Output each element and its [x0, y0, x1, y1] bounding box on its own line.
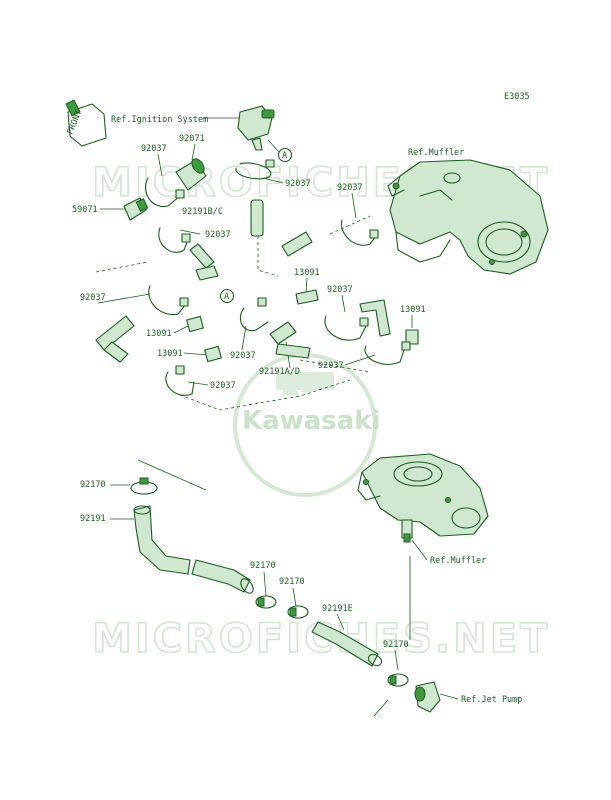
- label-92037-c: 92037: [337, 183, 363, 193]
- label-92170-b: 92170: [250, 561, 276, 571]
- routing-lines: [95, 215, 411, 717]
- callout-a-mid: A: [219, 288, 235, 304]
- hose-92191ad: [269, 321, 311, 359]
- svg-text:A: A: [282, 151, 287, 161]
- clamp-92170-a: [130, 477, 158, 495]
- label-92037-i: 92037: [210, 381, 236, 391]
- hose-bottom-bend: [191, 559, 254, 594]
- part-59071-fitting: [123, 197, 149, 221]
- label-ref-muffler-mid: Ref.Muffler: [430, 556, 486, 566]
- label-92037-e: 92037: [80, 293, 106, 303]
- jet-pump-fitting: [414, 681, 441, 713]
- front-arrow-icon: FRONT: [65, 99, 107, 147]
- hose-92191bc: [250, 199, 264, 237]
- ignition-fitting: [237, 105, 275, 151]
- label-92191ad: 92191A/D: [259, 367, 300, 377]
- clamp-92170-b: [255, 595, 277, 609]
- label-92191: 92191: [80, 514, 106, 524]
- logo-text: Kawasaki: [242, 406, 380, 436]
- label-13091-b: 13091: [400, 305, 426, 315]
- label-92037-a: 92037: [141, 144, 167, 154]
- diagram-code: E3035: [504, 92, 530, 102]
- clamp-92170-c: [287, 605, 309, 619]
- hose-92191e: [311, 621, 383, 667]
- part-92071-fitting: [175, 158, 207, 191]
- clamp-92037-d: [158, 227, 191, 253]
- label-92170-a: 92170: [80, 480, 106, 490]
- label-92037-d: 92037: [205, 230, 231, 240]
- label-59071: 59071: [72, 205, 98, 215]
- label-92037-b: 92037: [285, 179, 311, 189]
- kawasaki-logo: Kawasaki: [233, 353, 380, 497]
- muffler-top: [387, 159, 549, 275]
- label-92037-h: 92037: [318, 361, 344, 371]
- callout-a-top: A: [267, 139, 293, 163]
- cap-13091-d: [204, 345, 222, 363]
- clamp-92037-a: [144, 177, 185, 208]
- clamp-92037-b: [235, 159, 275, 180]
- label-ref-ignition: Ref.Ignition System: [111, 115, 208, 125]
- label-13091-a: 13091: [294, 268, 320, 278]
- leader-lines: [97, 117, 459, 700]
- label-92191e: 92191E: [322, 604, 353, 614]
- clamp-92037-f: [324, 315, 369, 341]
- clamp-92037-i: [165, 365, 195, 396]
- label-13091-c: 13091: [146, 329, 172, 339]
- hose-left-long: [95, 315, 135, 363]
- hose-top-left: [189, 243, 219, 281]
- label-92170-d: 92170: [383, 640, 409, 650]
- clamp-92037-h: [364, 341, 411, 365]
- label-92191bc: 92191B/C: [182, 207, 223, 217]
- clamp-92170-d: [387, 673, 409, 687]
- hose-right-mid: [359, 299, 391, 337]
- part-labels: Ref.Ignition System Ref.Muffler 92071 92…: [72, 115, 522, 705]
- label-92037-g: 92037: [230, 351, 256, 361]
- label-92071: 92071: [179, 134, 205, 144]
- label-13091-d: 13091: [157, 349, 183, 359]
- svg-text:A: A: [224, 292, 229, 302]
- clamp-92037-c: [340, 219, 379, 246]
- label-ref-jet-pump: Ref.Jet Pump: [461, 695, 522, 705]
- clamp-92037-e: [148, 285, 189, 316]
- label-ref-muffler-top: Ref.Muffler: [408, 148, 464, 158]
- hose-92191: [133, 505, 191, 575]
- hose-mid-short: [281, 231, 313, 257]
- clamp-92037-g: [239, 297, 269, 332]
- label-92037-f: 92037: [327, 285, 353, 295]
- cap-13091-b: [405, 329, 419, 345]
- cap-13091-c: [186, 315, 204, 333]
- cap-13091-a: [295, 289, 319, 305]
- label-92170-c: 92170: [279, 577, 305, 587]
- muffler-mid: [357, 453, 489, 543]
